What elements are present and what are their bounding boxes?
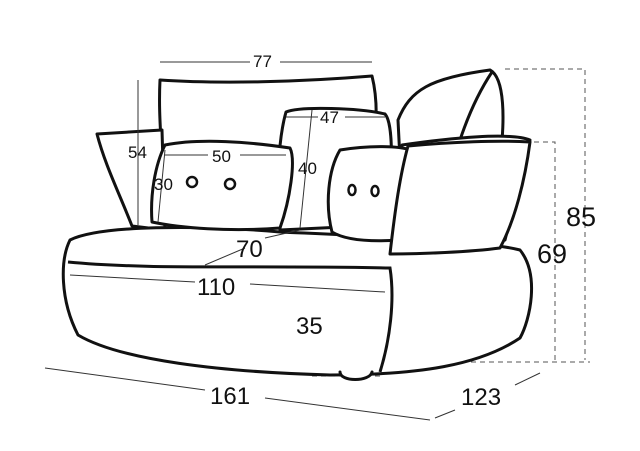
dim-label-70: 70 — [236, 236, 263, 263]
height-guide-top — [505, 68, 586, 360]
dim-label-35: 35 — [296, 313, 323, 340]
dim-label-69: 69 — [537, 239, 567, 269]
dim-line-123 — [434, 372, 541, 419]
right-front-cushion — [326, 145, 412, 243]
dim-line-110 — [69, 274, 386, 293]
front-cushion — [150, 139, 294, 232]
seat-foot — [338, 370, 374, 381]
cushion-button-1 — [185, 175, 199, 189]
right-armrest — [388, 139, 532, 256]
dim-label-77: 77 — [253, 52, 272, 71]
seat-base — [61, 225, 534, 377]
dim-line-40 — [299, 109, 313, 229]
dim-label-50: 50 — [212, 147, 231, 166]
cushion-button-4 — [370, 184, 380, 198]
height-guide-arm — [525, 141, 556, 360]
dim-label-85: 85 — [566, 202, 596, 232]
dim-line-30 — [157, 149, 166, 223]
cushion-button-2 — [223, 177, 237, 191]
dim-label-110: 110 — [197, 274, 235, 301]
dim-label-161: 161 — [210, 383, 250, 410]
dim-label-54: 54 — [128, 143, 147, 162]
dim-label-40: 40 — [298, 159, 317, 178]
dim-label-123: 123 — [461, 384, 501, 411]
dim-line-161 — [44, 367, 431, 421]
cushion-button-3 — [347, 183, 357, 197]
dim-label-47: 47 — [320, 108, 339, 127]
dim-label-30: 30 — [154, 175, 173, 194]
dim-line-70 — [204, 229, 301, 266]
